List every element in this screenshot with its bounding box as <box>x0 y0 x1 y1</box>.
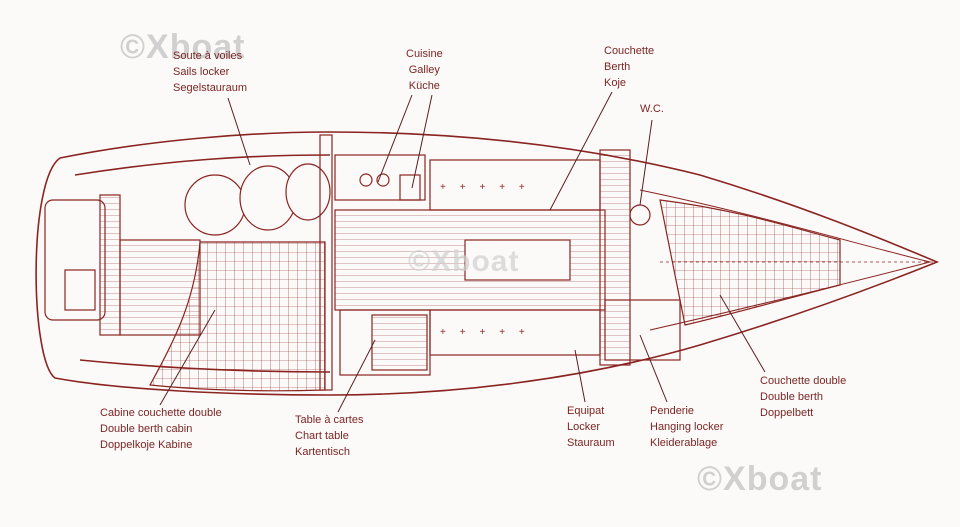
sail-bags <box>184 163 331 236</box>
cushion-buttons: + + + + + + + + + + <box>440 182 525 338</box>
label-wc: W.C. <box>640 103 664 115</box>
watermark: ©Xboat <box>408 245 520 278</box>
hanging-locker <box>604 299 681 361</box>
saloon-table <box>464 239 571 281</box>
aft-berth-grid <box>149 241 326 392</box>
watermark: ©Xboat <box>697 460 823 498</box>
chart-table <box>339 309 431 376</box>
galley-unit <box>334 154 426 201</box>
bulkhead-aft <box>319 134 333 391</box>
hull-outline <box>35 131 940 396</box>
svg-text:+ + + + +: + + + + + <box>440 327 525 338</box>
forward-berth-grid <box>659 199 841 326</box>
watermark: ©Xboat <box>120 28 246 66</box>
wc-toilet <box>629 204 651 226</box>
svg-text:+ + + + +: + + + + + <box>440 182 525 193</box>
cockpit <box>44 194 201 336</box>
leader-lines <box>159 91 766 413</box>
